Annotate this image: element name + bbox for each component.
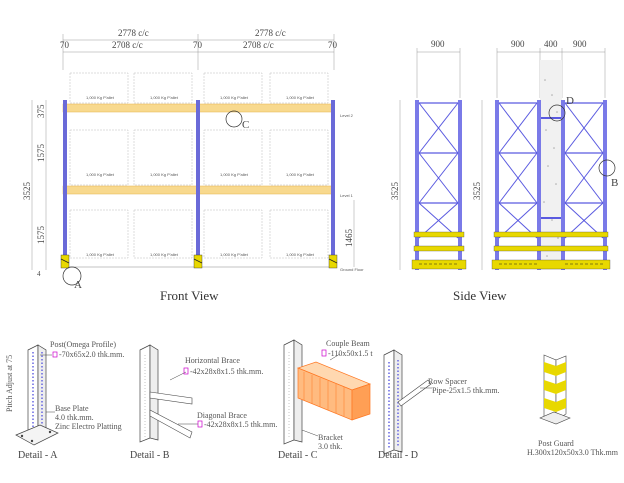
pallet-label: 1,000 Kg P'allet [286,172,315,177]
guard-spec: H.300x120x50x3.0 Thk.mm [527,448,619,457]
detail-d-title: Detail - D [378,450,418,461]
dim-left-lower: 1575 [36,226,46,245]
pallet-label: 1,000 Kg P'allet [220,252,249,257]
front-view-title: Front View [160,288,219,303]
dbrace-label: Diagonal Brace [197,411,247,420]
pallet-label: 1,000 Kg P'allet [86,172,115,177]
uprights [60,100,338,269]
dim-cc-right: 2778 c/c [255,28,286,38]
side-dim-900-a: 900 [511,39,525,49]
beam-label: Couple Beam [326,339,371,348]
pallet-label: 1,000 Kg P'allet [286,252,315,257]
post-guard-single [411,231,467,270]
detail-d: Row Spacer Pipe-25x1.5 thk.mm. Detail - … [378,349,500,461]
callout-b: B [611,177,618,189]
base-spec-2: Zinc Electro Platting [55,422,122,431]
callout-a: A [74,279,82,291]
pallet-label: 1,000 Kg P'allet [150,172,179,177]
callout-circle-d [548,104,566,122]
pallet-label: 1,000 Kg P'allet [150,252,179,257]
front-view: 2778 c/c 2778 c/c 70 2708 c/c 70 2708 c/… [22,28,364,303]
dim-left-total: 3525 [22,182,32,201]
dim-left-upper: 1575 [36,144,46,163]
pallet-label: 1,000 Kg P'allet [86,252,115,257]
side-dim-height-2: 3525 [472,182,482,201]
side-view-title: Side View [453,288,507,303]
side-dim-height-1: 3525 [390,182,400,201]
detail-c: Couple Beam -110x50x1.5 t Bracket 3.0 th… [278,339,373,461]
pallet-label: 1,000 Kg P'allet [220,95,249,100]
pallet-label: 1,000 Kg P'allet [220,172,249,177]
dim-right-1465: 1465 [344,229,354,248]
detail-c-title: Detail - C [278,450,318,461]
base-spec-1: 4.0 thk.mm. [55,413,94,422]
dbrace-spec: -42x28x8x1.5 thk.mm. [204,420,277,429]
callout-circle-c [225,110,243,128]
level-2-label: Level 2 [340,113,354,118]
dim-post-b: 70 [193,40,203,50]
post-spec: -70x65x2.0 thk.mm. [59,350,124,359]
hbrace-label: Horizontal Brace [185,356,240,365]
callout-circle-b [598,159,616,177]
bracket-spec: 3.0 thk. [318,442,342,451]
dim-cc-left: 2778 c/c [118,28,149,38]
side-dim-900-b: 900 [573,39,587,49]
level-1-label: Level 1 [340,193,354,198]
bracket-label: Bracket [318,433,344,442]
pallet-label: 1,000 Kg P'allet [150,95,179,100]
hbrace-spec: -42x28x8x1.5 thk.mm. [190,367,263,376]
side-view: 900 900 400 900 [390,39,618,303]
post-guard-detail: Post Guard H.300x120x50x3.0 Thk.mm [527,354,619,457]
side-dim-left-900: 900 [431,39,445,49]
post-guard-double [491,231,611,270]
frame-single [415,100,462,270]
beam-spec: -110x50x1.5 t [328,349,373,358]
callout-circle-a [62,266,82,286]
base-label: Base Plate [55,404,89,413]
pitch-label: Pitch Adjust at 75 [5,355,14,412]
detail-b: Horizontal Brace -42x28x8x1.5 thk.mm. Di… [130,344,277,461]
pallet-label: 1,000 Kg P'allet [286,95,315,100]
dim-left-bottom: 4 [37,270,41,278]
dim-post-a: 70 [60,40,70,50]
dim-clear-left: 2708 c/c [112,40,143,50]
pallet-labels: 1,000 Kg P'allet 1,000 Kg P'allet 1,000 … [86,95,315,257]
ground-floor-label: Ground Floor [340,267,364,272]
detail-a-title: Detail - A [18,450,58,461]
side-dim-400: 400 [544,39,558,49]
dim-clear-right: 2708 c/c [243,40,274,50]
post-label: Post(Omega Profile) [50,340,116,349]
dim-left-top: 375 [36,104,46,118]
callout-d: D [566,95,574,107]
detail-a: Post(Omega Profile) -70x65x2.0 thk.mm. P… [5,340,124,461]
pallet-label: 1,000 Kg P'allet [86,95,115,100]
row-gap [540,60,562,270]
guard-label: Post Guard [538,439,574,448]
spacer-label: Row Spacer [428,377,467,386]
detail-b-title: Detail - B [130,450,170,461]
callout-c: C [242,119,249,131]
dim-post-c: 70 [328,40,338,50]
spacer-spec: Pipe-25x1.5 thk.mm. [432,386,500,395]
